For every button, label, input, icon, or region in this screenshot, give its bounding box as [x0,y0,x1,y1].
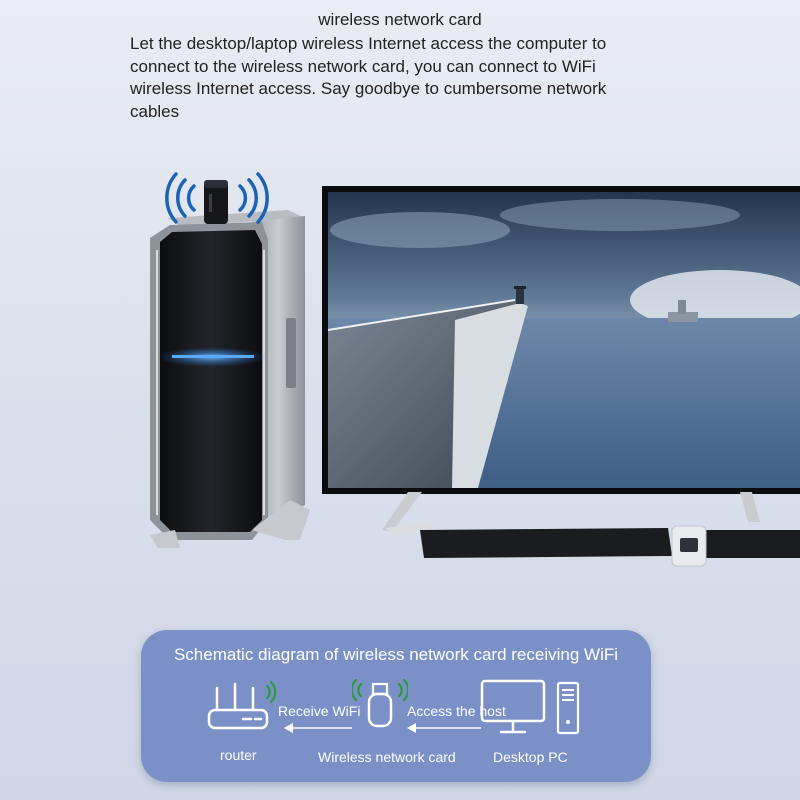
pc-tower-icon [556,681,580,735]
intro-line: cables [130,101,180,121]
intro-line: Let the desktop/laptop wireless Internet… [130,34,607,53]
monitor [322,186,800,536]
pc-tower [150,210,310,548]
router-label: router [220,747,257,763]
usb-wifi-dongle [165,172,269,224]
diagram-title: Schematic diagram of wireless network ca… [173,645,619,664]
keyboard [420,528,800,558]
arrow-left-icon [284,723,352,733]
monitor-icon [480,679,546,734]
arrow-left-icon [407,723,481,733]
usb-adapter-small [671,525,707,567]
network-card-label: Wireless network card [318,749,456,765]
intro-title: wireless network card [318,10,482,29]
intro-line: wireless Internet access. Say goodbye to… [130,79,607,98]
intro-line: connect to the wireless network card, yo… [130,56,596,76]
desktop-pc-label: Desktop PC [493,749,568,765]
intro-text: Let the desktop/laptop wireless Internet… [130,33,670,123]
router-icon [207,680,277,730]
usb-adapter-icon [352,678,408,728]
schematic-diagram: Schematic diagram of wireless network ca… [141,630,651,782]
receive-wifi-label: Receive WiFi [278,703,361,719]
